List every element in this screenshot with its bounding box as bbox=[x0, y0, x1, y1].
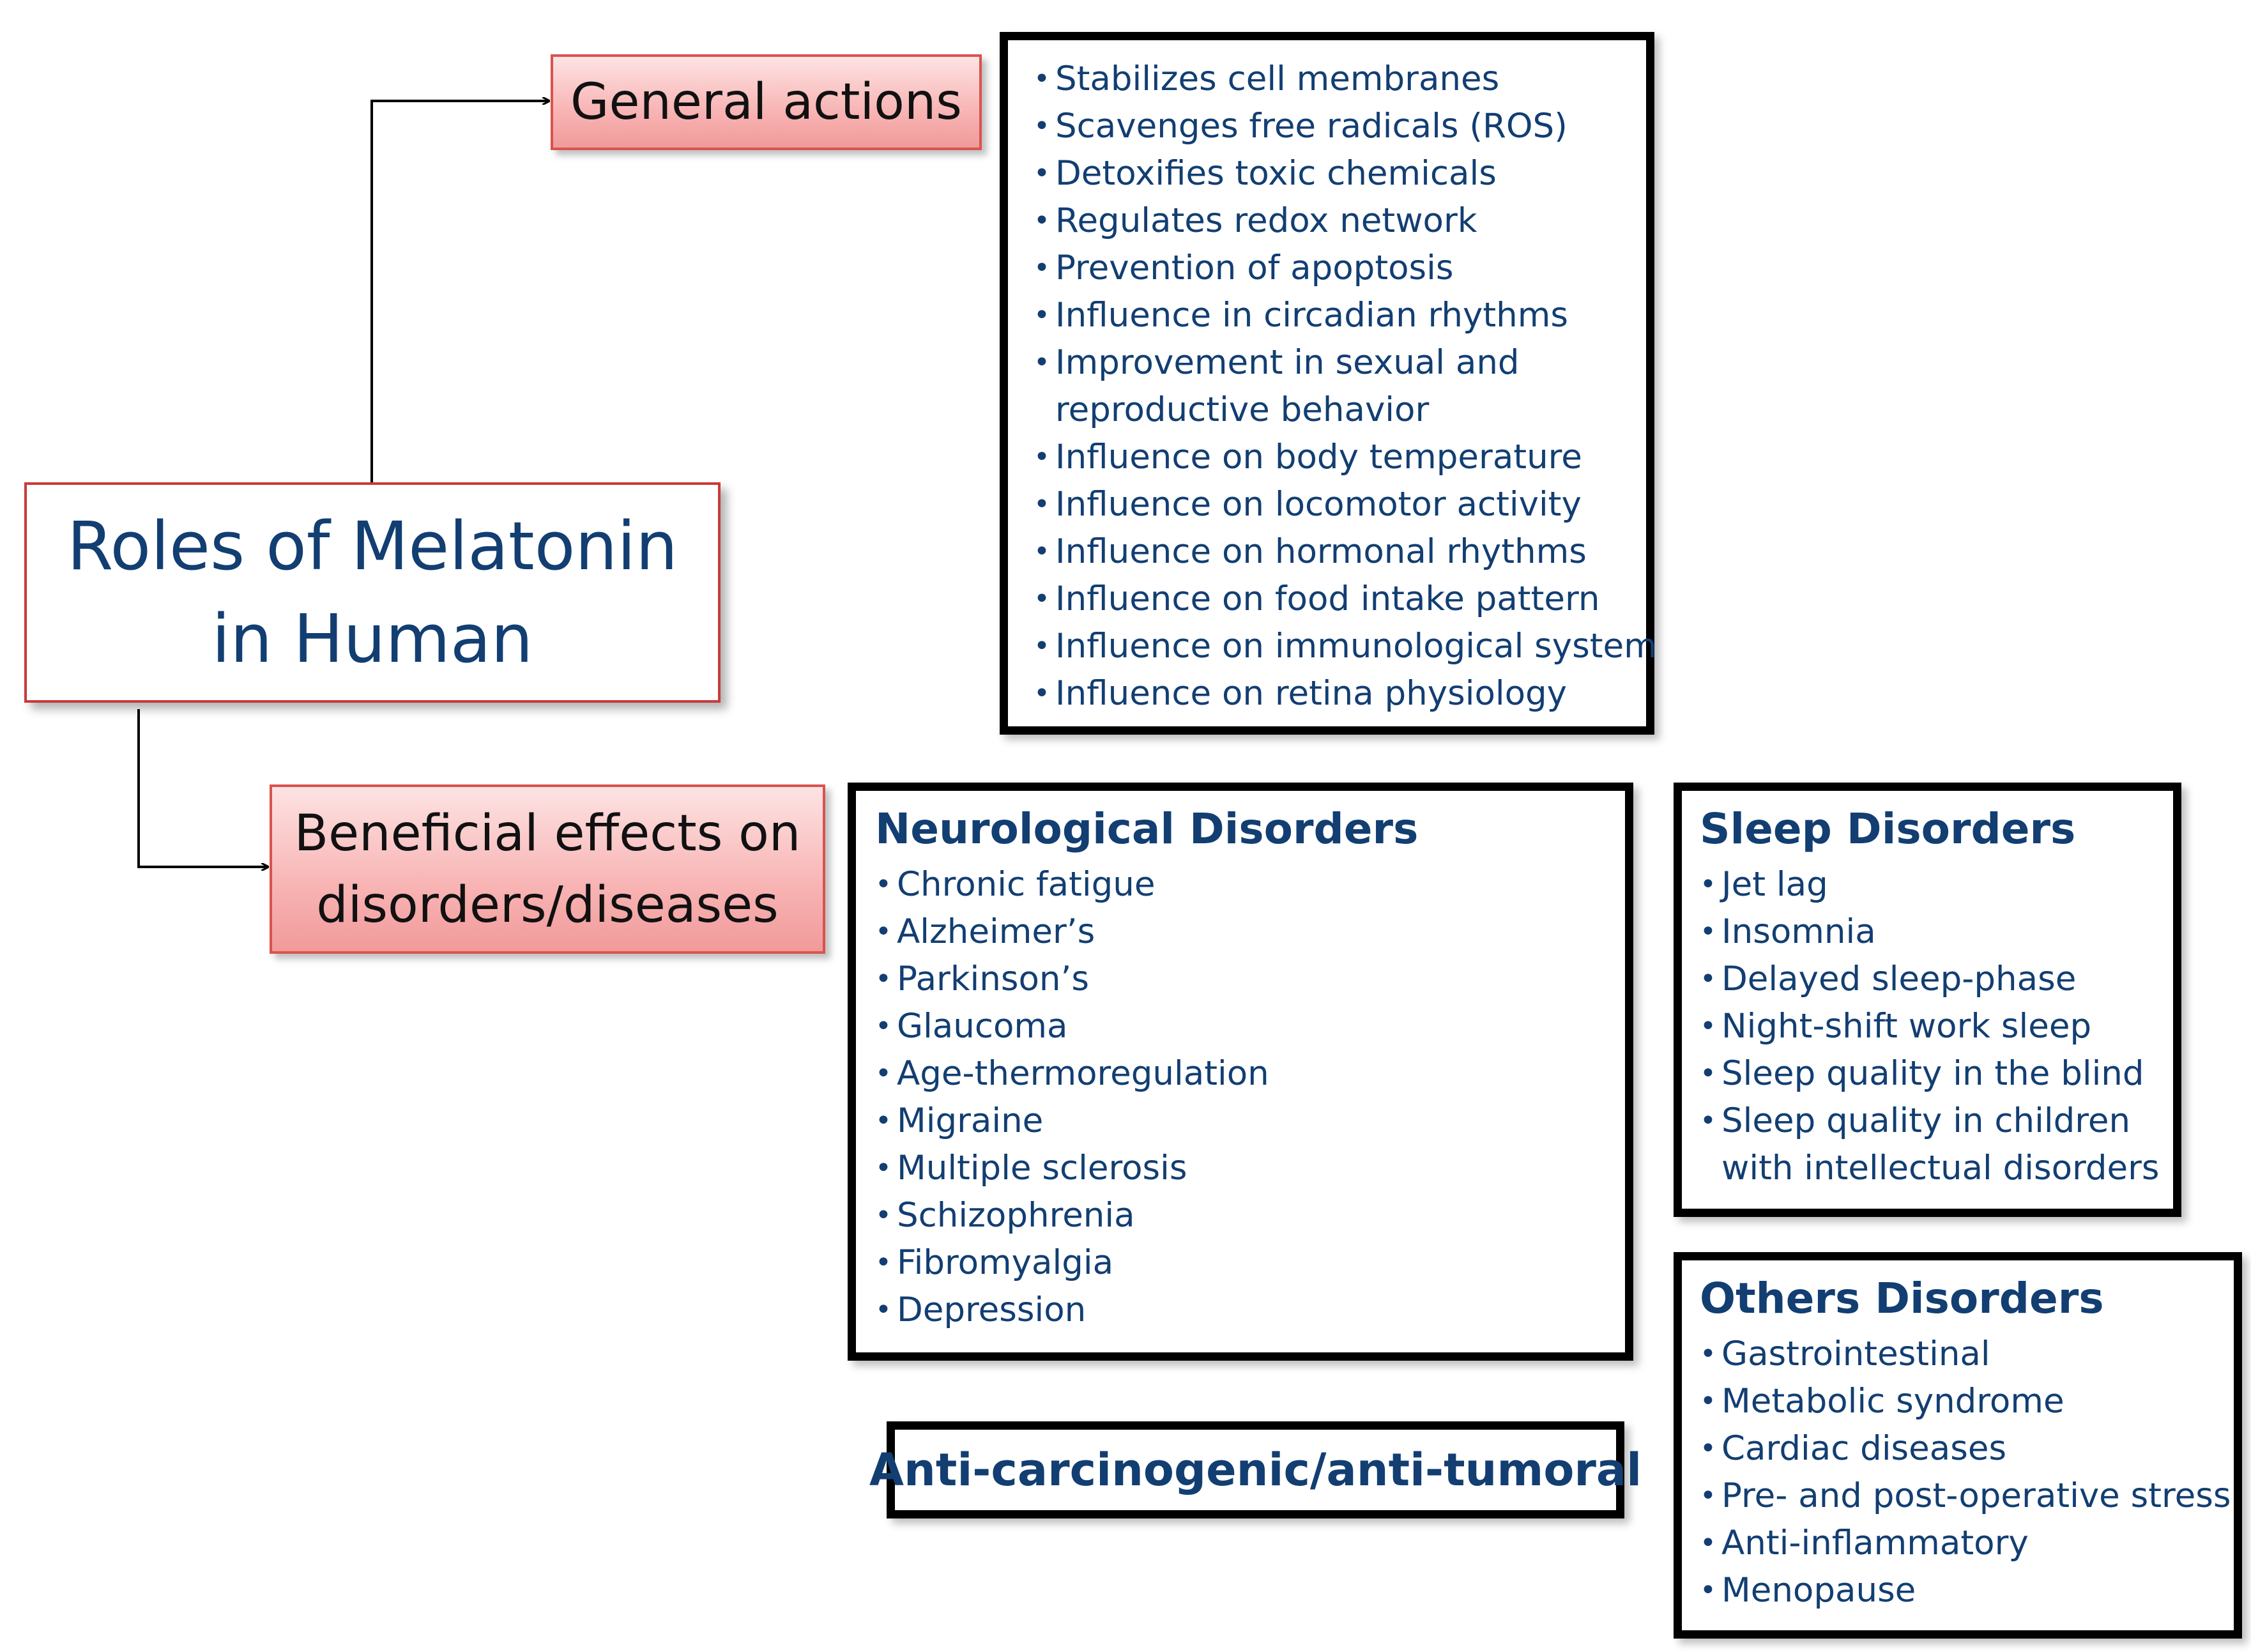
neurological-disorder-item-text: Fibromyalgia bbox=[897, 1243, 1114, 1282]
general-action-item-text: Influence on body temperature bbox=[1055, 438, 1582, 477]
other-disorder-item: Pre- and post-operative stress bbox=[1700, 1472, 2234, 1520]
general-action-item-text: Scavenges free radicals (ROS) bbox=[1055, 107, 1568, 146]
neurological-disorder-item-text: Chronic fatigue bbox=[897, 865, 1156, 904]
general-actions-list: Stabilizes cell membranesScavenges free … bbox=[1034, 56, 1657, 717]
sleep-disorder-item-text: Sleep quality in children bbox=[1721, 1101, 2131, 1140]
general-action-item-text: Influence on locomotor activity bbox=[1055, 485, 1582, 524]
neurological-disorder-item: Age-thermoregulation bbox=[875, 1050, 1625, 1098]
neurological-disorder-item: Fibromyalgia bbox=[875, 1239, 1625, 1287]
neurological-disorder-item: Parkinson’s bbox=[875, 956, 1625, 1003]
neurological-disorder-item: Depression bbox=[875, 1287, 1625, 1334]
sleep-disorder-item: Insomnia bbox=[1700, 908, 2173, 956]
neurological-disorder-item: Glaucoma bbox=[875, 1003, 1625, 1050]
other-disorder-item-text: Gastrointestinal bbox=[1721, 1335, 1990, 1373]
sleep-disorders-title: Sleep Disorders bbox=[1700, 804, 2076, 853]
neurological-disorder-item-text: Glaucoma bbox=[897, 1007, 1068, 1046]
other-disorder-item-text: Pre- and post-operative stress bbox=[1721, 1476, 2231, 1515]
general-action-item: Prevention of apoptosis bbox=[1034, 245, 1646, 292]
other-disorder-item: Cardiac diseases bbox=[1700, 1425, 2234, 1472]
neurological-disorder-item-text: Multiple sclerosis bbox=[897, 1149, 1187, 1188]
beneficial-effects-line1: Beneficial effects on bbox=[294, 804, 801, 862]
general-action-item-text: Stabilizes cell membranes bbox=[1055, 59, 1500, 98]
general-action-item: Influence on locomotor activity bbox=[1034, 481, 1646, 528]
other-disorder-item-text: Cardiac diseases bbox=[1721, 1429, 2007, 1468]
neurological-disorder-item-text: Age-thermoregulation bbox=[897, 1054, 1269, 1093]
general-action-item-text: Detoxifies toxic chemicals bbox=[1055, 154, 1497, 193]
other-disorder-item-text: Metabolic syndrome bbox=[1721, 1382, 2064, 1421]
connector-to-general-actions bbox=[370, 101, 549, 482]
general-action-item: Influence on immunological system bbox=[1034, 623, 1657, 670]
general-actions-label: General actions bbox=[570, 73, 962, 131]
general-action-item-text: Improvement in sexual and bbox=[1055, 343, 1520, 382]
main-node-line1: Roles of Melatonin bbox=[66, 507, 678, 585]
general-action-item: Influence in circadian rhythms bbox=[1034, 292, 1646, 339]
general-action-item: Scavenges free radicals (ROS) bbox=[1034, 103, 1646, 150]
general-action-item: Regulates redox network bbox=[1034, 197, 1646, 245]
beneficial-effects-node: Beneficial effects on disorders/diseases bbox=[270, 784, 825, 954]
anti-carcinogenic-box: Anti-carcinogenic/anti-tumoral bbox=[869, 1421, 1642, 1518]
others-disorders-title: Others Disorders bbox=[1700, 1274, 2104, 1323]
sleep-disorder-item: Night-shift work sleep bbox=[1700, 1003, 2173, 1050]
neurological-disorder-item-text: Depression bbox=[897, 1290, 1087, 1329]
general-action-item-text: reproductive behavior bbox=[1055, 390, 1430, 429]
connector-to-beneficial-effects bbox=[137, 709, 268, 867]
general-action-item-text: Influence on retina physiology bbox=[1055, 674, 1568, 713]
general-action-item: Influence on body temperature bbox=[1034, 434, 1646, 481]
general-actions-list-box: Stabilizes cell membranesScavenges free … bbox=[1000, 32, 1657, 735]
sleep-disorder-item-text: Sleep quality in the blind bbox=[1721, 1054, 2144, 1093]
general-action-item-text: Influence on immunological system bbox=[1055, 627, 1657, 666]
neurological-disorder-item: Schizophrenia bbox=[875, 1192, 1625, 1239]
general-action-item: Detoxifies toxic chemicals bbox=[1034, 150, 1646, 197]
main-node-line2: in Human bbox=[211, 599, 533, 678]
other-disorder-item-text: Menopause bbox=[1721, 1571, 1916, 1610]
other-disorder-item: Menopause bbox=[1700, 1567, 2234, 1614]
sleep-disorder-item-text: Jet lag bbox=[1721, 865, 1828, 904]
sleep-disorder-item-text: Insomnia bbox=[1721, 912, 1876, 951]
other-disorder-item-text: Anti-inflammatory bbox=[1721, 1524, 2029, 1563]
general-actions-node: General actions bbox=[551, 54, 982, 150]
beneficial-effects-line2: disorders/diseases bbox=[316, 876, 779, 934]
general-action-item: Influence on food intake pattern bbox=[1034, 576, 1646, 623]
others-disorders-list: GastrointestinalMetabolic syndromeCardia… bbox=[1700, 1331, 2234, 1614]
neurological-disorder-item: Chronic fatigue bbox=[875, 861, 1625, 908]
general-action-item-text: Regulates redox network bbox=[1055, 201, 1477, 240]
neurological-disorder-item: Migraine bbox=[875, 1098, 1625, 1145]
other-disorder-item: Gastrointestinal bbox=[1700, 1331, 2234, 1378]
neurological-disorder-item-text: Migraine bbox=[897, 1101, 1044, 1140]
anti-carcinogenic-title: Anti-carcinogenic/anti-tumoral bbox=[869, 1444, 1642, 1496]
general-action-item: Influence on hormonal rhythms bbox=[1034, 528, 1646, 576]
sleep-disorder-item-text: with intellectual disorders bbox=[1721, 1149, 2160, 1188]
neurological-disorder-item: Alzheimer’s bbox=[875, 908, 1625, 956]
sleep-disorders-box: Sleep Disorders Jet lagInsomniaDelayed s… bbox=[1674, 783, 2181, 1217]
others-disorders-box: Others Disorders GastrointestinalMetabol… bbox=[1674, 1252, 2242, 1639]
sleep-disorder-item: Jet lag bbox=[1700, 861, 2173, 908]
other-disorder-item: Anti-inflammatory bbox=[1700, 1520, 2234, 1567]
other-disorder-item: Metabolic syndrome bbox=[1700, 1378, 2234, 1425]
neurological-disorders-title: Neurological Disorders bbox=[875, 804, 1419, 853]
sleep-disorder-item-text: Delayed sleep-phase bbox=[1721, 960, 2077, 998]
general-action-item-text: Influence in circadian rhythms bbox=[1055, 296, 1568, 335]
general-action-item-text: Influence on food intake pattern bbox=[1055, 579, 1600, 618]
general-action-item-text: Influence on hormonal rhythms bbox=[1055, 532, 1587, 571]
neurological-disorder-item-text: Parkinson’s bbox=[897, 960, 1089, 998]
sleep-disorder-item-text: Night-shift work sleep bbox=[1721, 1007, 2092, 1046]
general-action-item: Improvement in sexual and reproductive be… bbox=[1034, 339, 1646, 434]
sleep-disorder-item: Delayed sleep-phase bbox=[1700, 956, 2173, 1003]
general-action-item-text: Prevention of apoptosis bbox=[1055, 249, 1454, 287]
neurological-disorder-item-text: Alzheimer’s bbox=[897, 912, 1095, 951]
neurological-disorders-box: Neurological Disorders Chronic fatigueAl… bbox=[848, 783, 1633, 1361]
neurological-disorders-list: Chronic fatigueAlzheimer’sParkinson’sGla… bbox=[875, 861, 1625, 1334]
general-action-item: Stabilizes cell membranes bbox=[1034, 56, 1646, 103]
general-action-item: Influence on retina physiology bbox=[1034, 670, 1646, 717]
main-node-roles-of-melatonin: Roles of Melatonin in Human bbox=[24, 482, 721, 703]
neurological-disorder-item: Multiple sclerosis bbox=[875, 1145, 1625, 1192]
sleep-disorder-item: Sleep quality in the blind bbox=[1700, 1050, 2173, 1098]
neurological-disorder-item-text: Schizophrenia bbox=[897, 1196, 1135, 1235]
sleep-disorders-list: Jet lagInsomniaDelayed sleep-phaseNight-… bbox=[1700, 861, 2173, 1192]
sleep-disorder-item: Sleep quality in children with intellectu… bbox=[1700, 1098, 2173, 1192]
